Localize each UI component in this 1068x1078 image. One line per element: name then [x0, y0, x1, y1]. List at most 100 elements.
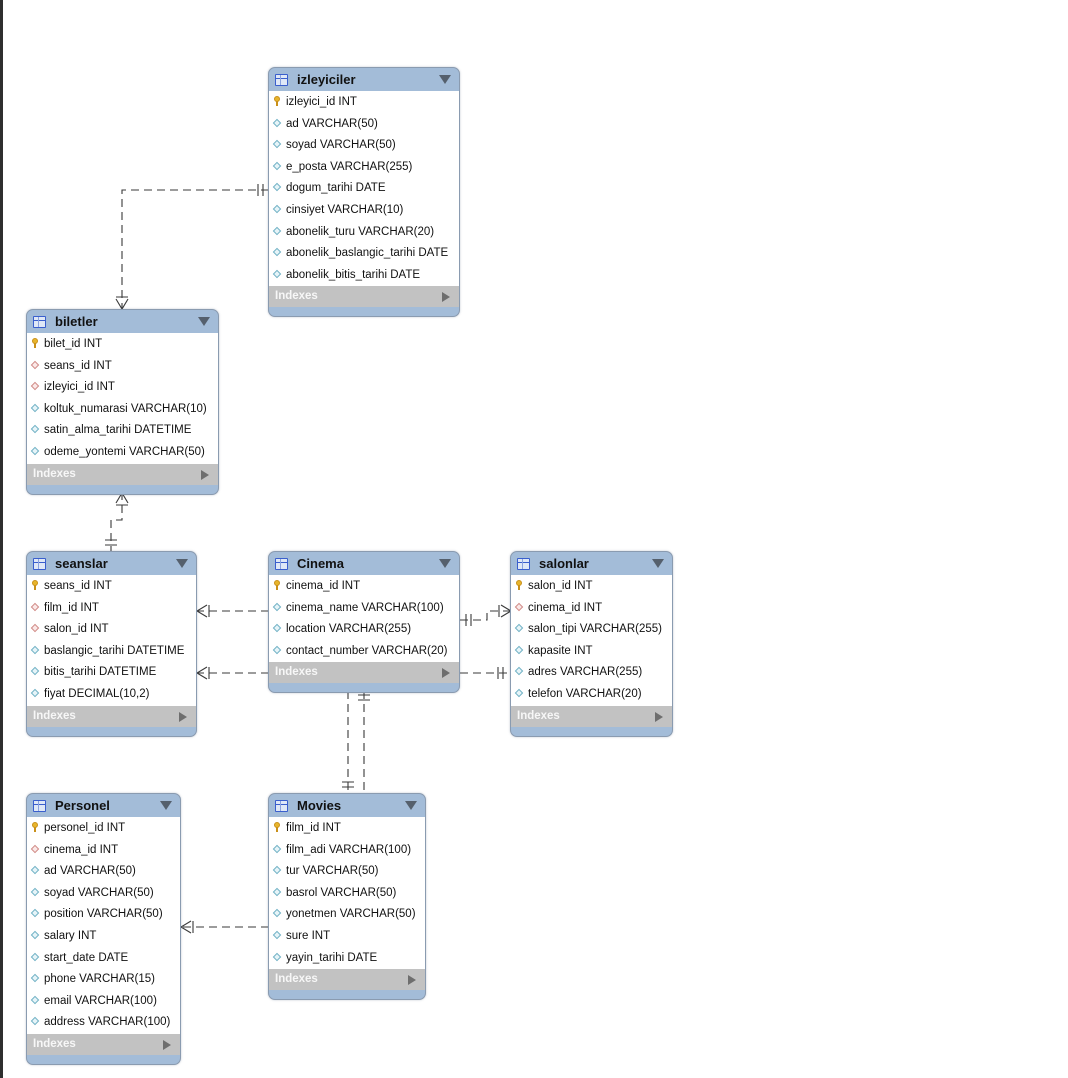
indexes-section[interactable]: Indexes — [269, 662, 459, 684]
column-row[interactable]: sure INT — [269, 926, 425, 948]
column-row[interactable]: tur VARCHAR(50) — [269, 861, 425, 883]
column-row[interactable]: satin_alma_tarihi DATETIME — [27, 420, 218, 442]
column-row[interactable]: soyad VARCHAR(50) — [269, 135, 459, 157]
indexes-section[interactable]: Indexes — [511, 705, 672, 727]
cardinality-one — [465, 614, 472, 626]
expand-arrow-icon[interactable] — [408, 975, 416, 986]
column-row[interactable]: film_id INT — [269, 818, 425, 840]
collapse-arrow-icon[interactable] — [198, 317, 210, 326]
table-header[interactable]: Personel — [27, 794, 180, 817]
expand-arrow-icon[interactable] — [655, 711, 663, 722]
expand-arrow-icon[interactable] — [163, 1039, 171, 1050]
column-row[interactable]: ad VARCHAR(50) — [27, 861, 180, 883]
column-row[interactable]: soyad VARCHAR(50) — [27, 883, 180, 905]
indexes-section[interactable]: Indexes — [27, 705, 196, 727]
column-row[interactable]: basrol VARCHAR(50) — [269, 883, 425, 905]
attribute-icon — [30, 930, 40, 940]
column-row[interactable]: address VARCHAR(100) — [27, 1012, 180, 1034]
column-row[interactable]: salon_id INT — [511, 576, 672, 598]
cardinality-one — [497, 667, 504, 679]
table-header[interactable]: izleyiciler — [269, 68, 459, 91]
column-label: film_adi VARCHAR(100) — [286, 843, 412, 856]
column-row[interactable]: email VARCHAR(100) — [27, 991, 180, 1013]
column-row[interactable]: bilet_id INT — [27, 334, 218, 356]
column-row[interactable]: telefon VARCHAR(20) — [511, 684, 672, 706]
indexes-section[interactable]: Indexes — [269, 286, 459, 308]
column-row[interactable]: personel_id INT — [27, 818, 180, 840]
column-row[interactable]: yonetmen VARCHAR(50) — [269, 904, 425, 926]
column-row[interactable]: film_adi VARCHAR(100) — [269, 840, 425, 862]
indexes-section[interactable]: Indexes — [27, 1033, 180, 1055]
column-row[interactable]: abonelik_bitis_tarihi DATE — [269, 265, 459, 287]
cardinality-many — [195, 666, 210, 680]
column-label: abonelik_turu VARCHAR(20) — [286, 225, 435, 238]
column-row[interactable]: seans_id INT — [27, 576, 196, 598]
column-row[interactable]: izleyici_id INT — [27, 377, 218, 399]
indexes-section[interactable]: Indexes — [269, 969, 425, 991]
expand-arrow-icon[interactable] — [442, 668, 450, 679]
column-row[interactable]: odeme_yontemi VARCHAR(50) — [27, 442, 218, 464]
column-row[interactable]: abonelik_baslangic_tarihi DATE — [269, 243, 459, 265]
column-row[interactable]: dogum_tarihi DATE — [269, 178, 459, 200]
column-row[interactable]: salon_id INT — [27, 619, 196, 641]
column-label: address VARCHAR(100) — [44, 1016, 171, 1029]
table-header[interactable]: biletler — [27, 310, 218, 333]
column-label: telefon VARCHAR(20) — [528, 687, 642, 700]
column-row[interactable]: seans_id INT — [27, 356, 218, 378]
column-row[interactable]: salary INT — [27, 926, 180, 948]
column-row[interactable]: fiyat DECIMAL(10,2) — [27, 684, 196, 706]
expand-arrow-icon[interactable] — [442, 292, 450, 303]
column-row[interactable]: adres VARCHAR(255) — [511, 662, 672, 684]
table-movies[interactable]: Movies film_id INT film_adi VARCHAR(100) t… — [268, 793, 426, 1001]
column-row[interactable]: phone VARCHAR(15) — [27, 969, 180, 991]
column-row[interactable]: bitis_tarihi DATETIME — [27, 662, 196, 684]
table-header[interactable]: salonlar — [511, 552, 672, 575]
column-row[interactable]: contact_number VARCHAR(20) — [269, 641, 459, 663]
column-label: salon_id INT — [44, 623, 109, 636]
indexes-section[interactable]: Indexes — [27, 463, 218, 485]
column-label: cinema_id INT — [528, 601, 603, 614]
table-header[interactable]: Cinema — [269, 552, 459, 575]
column-row[interactable]: start_date DATE — [27, 948, 180, 970]
column-row[interactable]: abonelik_turu VARCHAR(20) — [269, 222, 459, 244]
table-name: Movies — [297, 798, 342, 813]
column-row[interactable]: cinsiyet VARCHAR(10) — [269, 200, 459, 222]
expand-arrow-icon[interactable] — [201, 469, 209, 480]
column-label: yayin_tarihi DATE — [286, 951, 378, 964]
collapse-arrow-icon[interactable] — [652, 559, 664, 568]
table-header[interactable]: seanslar — [27, 552, 196, 575]
column-row[interactable]: koltuk_numarasi VARCHAR(10) — [27, 399, 218, 421]
column-row[interactable]: salon_tipi VARCHAR(255) — [511, 619, 672, 641]
table-footer — [269, 307, 459, 316]
collapse-arrow-icon[interactable] — [176, 559, 188, 568]
column-row[interactable]: ad VARCHAR(50) — [269, 114, 459, 136]
column-row[interactable]: position VARCHAR(50) — [27, 904, 180, 926]
column-row[interactable]: e_posta VARCHAR(255) — [269, 157, 459, 179]
collapse-arrow-icon[interactable] — [405, 801, 417, 810]
column-row[interactable]: cinema_id INT — [511, 598, 672, 620]
column-row[interactable]: location VARCHAR(255) — [269, 619, 459, 641]
attribute-icon — [30, 446, 40, 456]
column-row[interactable]: baslangic_tarihi DATETIME — [27, 641, 196, 663]
column-row[interactable]: izleyici_id INT — [269, 92, 459, 114]
column-row[interactable]: kapasite INT — [511, 641, 672, 663]
column-row[interactable]: yayin_tarihi DATE — [269, 948, 425, 970]
column-row[interactable]: cinema_id INT — [27, 840, 180, 862]
collapse-arrow-icon[interactable] — [160, 801, 172, 810]
expand-arrow-icon[interactable] — [179, 711, 187, 722]
table-header[interactable]: Movies — [269, 794, 425, 817]
column-row[interactable]: cinema_name VARCHAR(100) — [269, 598, 459, 620]
collapse-arrow-icon[interactable] — [439, 559, 451, 568]
column-row[interactable]: cinema_id INT — [269, 576, 459, 598]
collapse-arrow-icon[interactable] — [439, 75, 451, 84]
column-row[interactable]: film_id INT — [27, 598, 196, 620]
attribute-icon — [30, 952, 40, 961]
rel-biletler-seanslar — [110, 492, 123, 551]
table-salonlar[interactable]: salonlar salon_id INT cinema_id INT salon_… — [510, 551, 673, 737]
